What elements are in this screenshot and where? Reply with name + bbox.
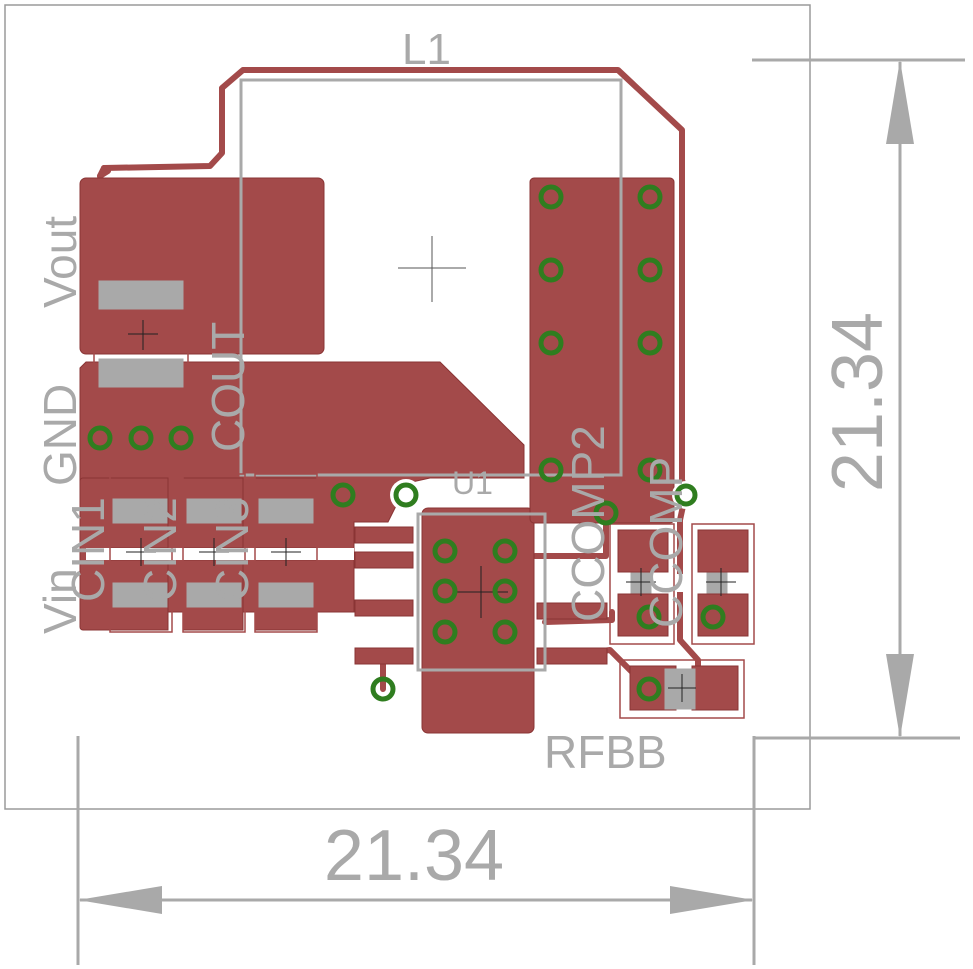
via [538,257,564,283]
cin2-cross [199,538,229,566]
ccomp2-cross [626,568,656,596]
u1-pad-l3 [354,599,414,617]
isolated-vias [390,479,700,511]
via [538,330,564,356]
vout-pour [79,177,325,355]
component-frames [93,255,755,719]
u1-exposed-pad [421,507,535,734]
u1-pad-r2 [536,647,608,665]
label-cin3: CIN3 [206,497,258,602]
ccomp2-pad-top [617,529,669,573]
via [492,578,518,604]
cin1-body-bot [112,582,168,608]
rfbb-body [664,668,696,710]
via [637,184,663,210]
cin3-body-bot [258,582,314,608]
vias [87,184,726,702]
cin2-frame [182,473,246,633]
via [700,604,726,630]
via [636,604,662,630]
cin1-cross [126,538,156,566]
cin-gap [86,548,354,560]
dim-h-arrow-left [78,886,162,914]
trace-u1-ccomp2 [532,517,609,559]
cout-frame [93,255,189,413]
u1-pad-r1 [536,602,608,620]
u1-outline [416,512,547,672]
u1-pad-l4 [354,647,414,665]
via [168,425,194,451]
via [492,619,518,645]
cin2-body-top [186,498,242,524]
dim-h-value: 21.34 [324,816,504,896]
trace-inductor-left [97,165,107,179]
label-cin2: CIN2 [134,497,186,602]
dim-h-arrow-right [670,886,754,914]
via [330,482,356,508]
via [538,457,564,483]
silkscreen [98,78,728,710]
cin3-frame [254,473,318,633]
via [593,500,619,526]
via [432,619,458,645]
rfbb-frame [619,659,745,719]
label-u1: U1 [452,465,493,501]
u1-cross [454,566,508,618]
label-l1: L1 [402,25,451,74]
cin3-body-top [258,498,314,524]
via [87,425,113,451]
dim-v-value: 21.34 [818,312,898,492]
ccomp2-frame [609,523,675,645]
label-ccomp: CCOMP [640,457,692,628]
l1-outline [239,78,623,477]
vout-cap-body-top [98,280,184,310]
via [492,538,518,564]
via [637,457,663,483]
board-outline [4,4,811,810]
u1-pad-l1 [354,526,414,544]
label-cin1: CIN1 [62,497,114,602]
rfbb-pad-right [691,665,739,711]
l1-cross [398,236,466,302]
dimension-horizontal [76,736,960,965]
via [538,184,564,210]
via [637,330,663,356]
dim-v-arrow-bot [886,654,914,738]
via [393,482,419,508]
rfbb-cross [668,674,696,702]
cin1-frame [109,473,173,633]
label-vout: Vout [34,216,86,308]
trace-u1-ccomp [542,609,615,625]
label-gnd: GND [34,384,86,486]
dimension-vertical [752,58,965,738]
via [432,538,458,564]
u1-pad-l2 [354,551,414,569]
ccomp-frame [691,523,755,645]
via [370,676,396,702]
via [674,483,698,507]
cin1-body-top [112,498,168,524]
label-rfbb: RFBB [544,726,667,778]
cout-cross [128,320,158,350]
via [637,257,663,283]
via [432,578,458,604]
label-ccomp2: CCOMP2 [562,425,614,622]
label-vin: Vin [34,568,86,634]
label-cout: COUT [202,322,254,452]
dim-v-arrow-top [886,60,914,144]
origin-crosses [126,236,736,702]
via [128,425,154,451]
cin2-body-bot [186,582,242,608]
ccomp-body [706,572,728,594]
vout-cap-body-bot [98,358,184,388]
cin3-cross [271,538,301,566]
via [636,676,662,702]
ccomp-cross [706,568,736,596]
ccomp-pad-top [697,529,749,573]
